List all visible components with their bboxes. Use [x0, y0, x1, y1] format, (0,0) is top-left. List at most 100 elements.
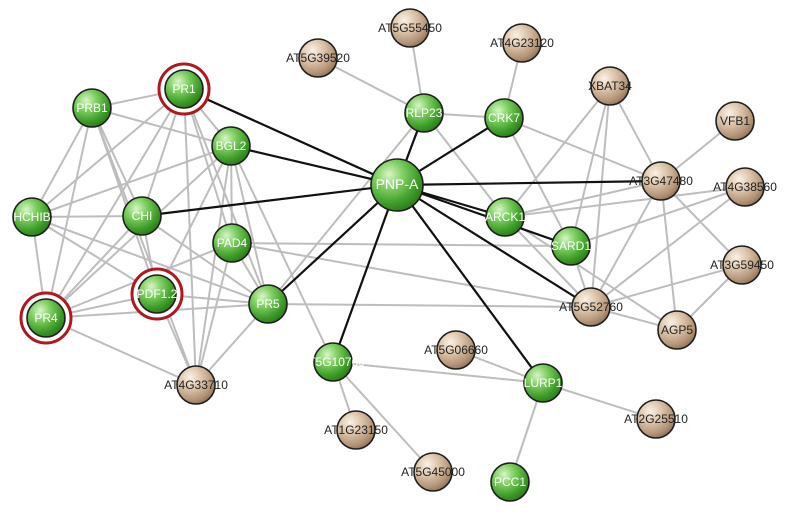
edge-AT5G10760-LURP1 — [332, 361, 544, 384]
node-AT5G55450[interactable]: AT5G55450 — [378, 8, 442, 48]
edge-XBAT34-SARD1 — [570, 85, 611, 247]
edge-BGL2-AT5G10760 — [230, 145, 334, 363]
edge-ARCK1-AT5G52760 — [504, 216, 592, 308]
node-circle — [370, 158, 424, 212]
node-label: VFB1 — [720, 114, 750, 128]
node-AGP5[interactable]: AGP5 — [657, 310, 697, 350]
edge-PR5-RLP23 — [267, 112, 425, 305]
node-AT5G10760[interactable]: AT5G10760 — [301, 342, 365, 382]
node-label: PR5 — [256, 297, 280, 311]
node-AT1G23150[interactable]: AT1G23150 — [324, 410, 388, 450]
node-circle — [176, 365, 216, 405]
node-circle — [590, 66, 630, 106]
node-circle — [248, 284, 288, 324]
node-label: CHI — [132, 209, 153, 223]
node-PCC1[interactable]: PCC1 — [490, 462, 530, 502]
node-label: AT5G39520 — [286, 51, 350, 65]
edge-PRB1-CHI — [91, 107, 143, 217]
node-circle — [390, 8, 430, 48]
node-circle — [636, 399, 676, 439]
node-label: AT5G10760 — [301, 355, 365, 369]
node-PR5[interactable]: PR5 — [248, 284, 288, 324]
node-ARCK1[interactable]: ARCK1 — [485, 197, 525, 237]
edge-RLP23-AT5G39520 — [317, 57, 425, 114]
node-circle — [212, 223, 252, 263]
node-circle — [298, 38, 338, 78]
node-AT4G23120[interactable]: AT4G23120 — [490, 23, 554, 63]
edge-XBAT34-AT5G52760 — [590, 85, 611, 308]
edge-PAD4-SARD1 — [231, 242, 572, 247]
edge-PR1-PR4 — [45, 88, 185, 319]
node-SARD1[interactable]: SARD1 — [551, 226, 591, 266]
node-circle — [164, 69, 204, 109]
node-circle — [336, 410, 376, 450]
node-label: PCC1 — [494, 475, 526, 489]
edge-AT5G10760-AT5G45000 — [332, 361, 434, 473]
node-label: AGP5 — [661, 323, 693, 337]
edge-AT3G47480-ARCK1 — [504, 180, 662, 218]
edge-PR1-HCHIB — [31, 88, 185, 218]
node-PRB1[interactable]: PRB1 — [72, 88, 112, 128]
node-CRK7[interactable]: CRK7 — [484, 98, 524, 138]
node-BGL2[interactable]: BGL2 — [211, 126, 251, 166]
node-label: AT4G33710 — [164, 378, 228, 392]
node-AT3G47480[interactable]: AT3G47480 — [629, 161, 693, 201]
node-circle — [490, 462, 530, 502]
node-circle — [26, 298, 66, 338]
node-HCHIB[interactable]: HCHIB — [12, 197, 52, 237]
edge-PNP-A-SARD1 — [396, 183, 572, 248]
node-PDF1.2[interactable]: PDF1.2 — [130, 267, 184, 321]
edge-AT3G47480-AT5G52760 — [590, 180, 662, 308]
edge-XBAT34-ARCK1 — [504, 85, 611, 218]
node-circle — [72, 88, 112, 128]
node-circle — [722, 245, 762, 285]
edge-PNP-A-BGL2 — [230, 144, 398, 187]
node-circle — [715, 101, 755, 141]
node-XBAT34[interactable]: XBAT34 — [588, 66, 632, 106]
node-AT5G06660[interactable]: AT5G06660 — [424, 330, 488, 370]
node-label: PRB1 — [76, 101, 108, 115]
edge-PR4-AT4G33710 — [45, 317, 197, 386]
node-circle — [313, 342, 353, 382]
node-AT4G38560[interactable]: AT4G38560 — [713, 167, 777, 207]
node-label: AT1G23150 — [324, 423, 388, 437]
node-PR4[interactable]: PR4 — [19, 291, 73, 345]
edge-AT3G59450-AT5G52760 — [590, 264, 743, 308]
edge-AT5G52760-PR5 — [267, 303, 592, 308]
node-AT5G45000[interactable]: AT5G45000 — [401, 452, 465, 492]
node-circle — [404, 93, 444, 133]
edge-BGL2-PR5 — [230, 145, 269, 305]
edge-PRB1-HCHIB — [31, 107, 93, 218]
node-PAD4[interactable]: PAD4 — [212, 223, 252, 263]
node-AT3G59450[interactable]: AT3G59450 — [710, 245, 774, 285]
node-label: AT4G23120 — [490, 36, 554, 50]
node-RLP23[interactable]: RLP23 — [404, 93, 444, 133]
node-circle — [211, 126, 251, 166]
node-label: RLP23 — [406, 106, 443, 120]
node-circle — [413, 452, 453, 492]
node-VFB1[interactable]: VFB1 — [715, 101, 755, 141]
edge-BGL2-HCHIB — [31, 145, 232, 218]
node-circle — [523, 363, 563, 403]
node-AT5G39520[interactable]: AT5G39520 — [286, 38, 350, 78]
edge-PNP-A-AT5G52760 — [396, 184, 592, 308]
edge-RLP23-ARCK1 — [423, 112, 506, 218]
node-circle — [122, 196, 162, 236]
node-label: PDF1.2 — [137, 287, 178, 301]
node-circle — [484, 98, 524, 138]
edge-PRB1-PR4 — [45, 107, 93, 319]
node-AT4G33710[interactable]: AT4G33710 — [164, 365, 228, 405]
node-label: CRK7 — [488, 111, 520, 125]
node-label: AT5G06660 — [424, 343, 488, 357]
node-circle — [657, 310, 697, 350]
node-LURP1[interactable]: LURP1 — [523, 363, 563, 403]
node-PNP-A[interactable]: PNP-A — [370, 158, 424, 212]
node-PR1[interactable]: PR1 — [157, 62, 211, 116]
node-CHI[interactable]: CHI — [122, 196, 162, 236]
node-AT2G25510[interactable]: AT2G25510 — [624, 399, 688, 439]
edge-PNP-A-LURP1 — [396, 184, 544, 384]
edge-PAD4-AT4G33710 — [195, 242, 233, 386]
node-label: BGL2 — [216, 139, 247, 153]
node-AT5G52760[interactable]: AT5G52760 — [559, 287, 623, 327]
